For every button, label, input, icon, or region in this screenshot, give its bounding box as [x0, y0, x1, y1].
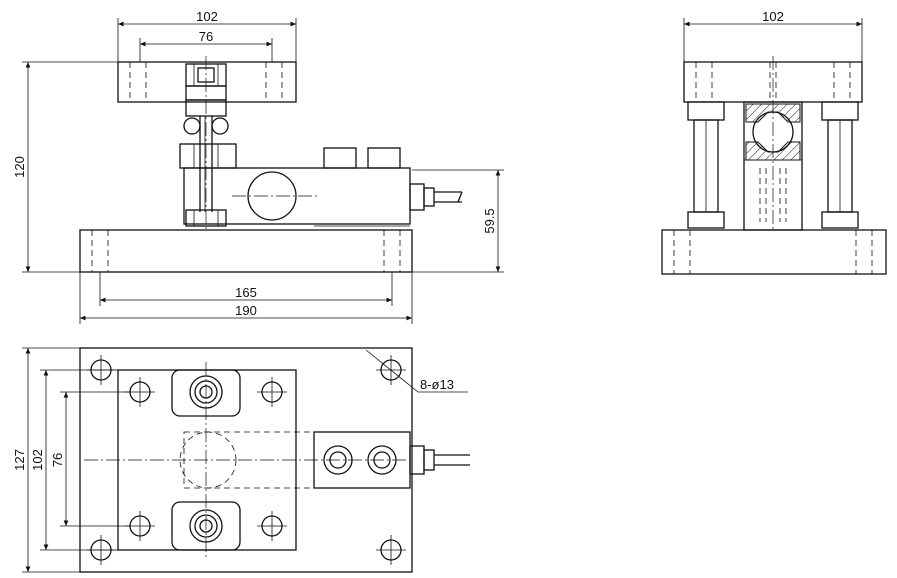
- dim-height: 120: [12, 156, 27, 178]
- front-cable-gland: [409, 183, 425, 211]
- dim-cell-height: 59.5: [482, 208, 497, 233]
- front-sensing-hole: [247, 171, 297, 221]
- dim-plan-inner: 76: [50, 453, 65, 467]
- front-view: 102 76 120 59.5 165 190: [12, 9, 504, 324]
- plan-cap-screw-1: [323, 445, 353, 475]
- dim-top-inner: 76: [199, 29, 213, 44]
- dim-side-top-width: 102: [762, 9, 784, 24]
- dim-base-length: 190: [235, 303, 257, 318]
- dim-top-outer: 102: [196, 9, 218, 24]
- front-cap-screw-1: [323, 147, 357, 169]
- front-top-plate: [117, 61, 297, 103]
- dim-plan-outer: 127: [12, 449, 27, 471]
- side-view: 102: [661, 9, 887, 275]
- dim-hole-span: 165: [235, 285, 257, 300]
- front-cap-screw-2: [367, 147, 401, 169]
- plan-view: 8-ø13 127 102 76: [12, 347, 470, 573]
- hole-callout: 8-ø13: [420, 377, 454, 392]
- plan-cap-screw-2: [367, 445, 397, 475]
- dim-plan-mid: 102: [30, 449, 45, 471]
- side-base-plate: [661, 229, 887, 275]
- front-base-plate: [79, 229, 413, 273]
- plan-base-plate: [79, 347, 413, 573]
